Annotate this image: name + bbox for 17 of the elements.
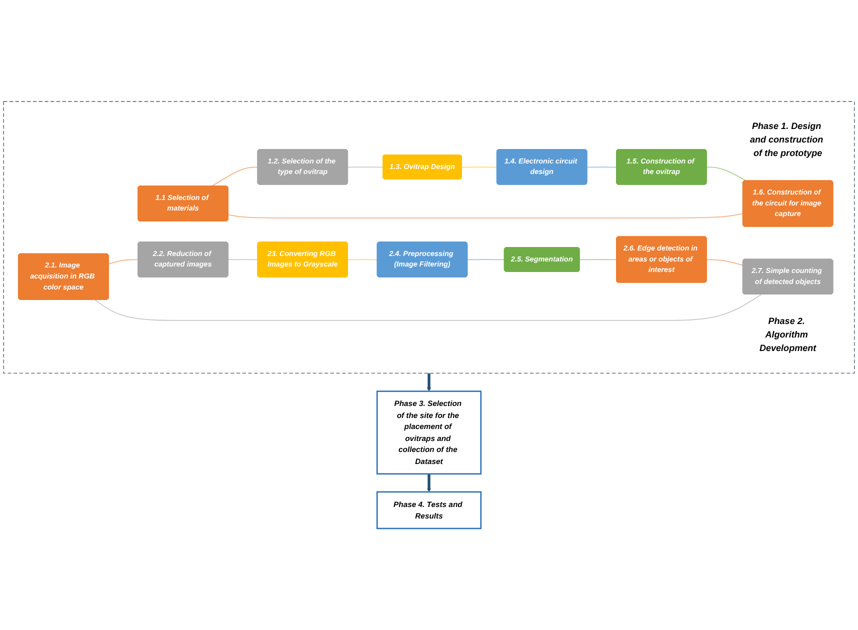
arrow bbox=[427, 474, 431, 492]
phase-title: Phase 2. Algorithm Development bbox=[759, 316, 816, 354]
connector bbox=[228, 213, 744, 218]
connector bbox=[228, 259, 258, 260]
connector bbox=[108, 259, 139, 264]
connector bbox=[467, 259, 505, 260]
arrow bbox=[427, 373, 431, 392]
connector bbox=[348, 166, 384, 168]
phase-title: Phase 1. Design and construction of the prototype bbox=[750, 121, 824, 158]
connector bbox=[94, 294, 762, 321]
connector bbox=[348, 259, 378, 260]
connector bbox=[579, 259, 617, 260]
connector bbox=[212, 166, 258, 187]
connector bbox=[586, 166, 617, 168]
connector bbox=[461, 166, 498, 168]
connector bbox=[706, 259, 744, 266]
connector bbox=[706, 166, 747, 182]
